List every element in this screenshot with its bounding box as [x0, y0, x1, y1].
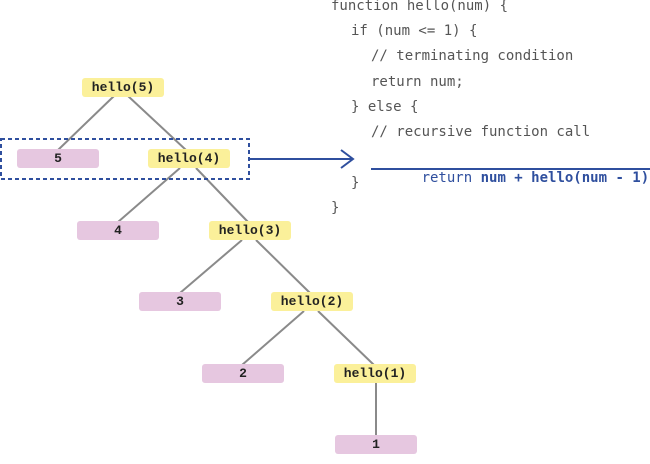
- call-node-hello2: hello(2): [271, 292, 353, 311]
- code-line-2: if (num <= 1) {: [351, 23, 478, 39]
- code-recursive-expression: num + hello(num - 1): [480, 170, 650, 186]
- code-line-4: return num;: [371, 74, 464, 90]
- code-line-5: } else {: [351, 99, 419, 115]
- value-node-1: 1: [335, 435, 417, 454]
- pointer-arrow-head: [340, 149, 355, 169]
- edge-hello4-4: [117, 167, 181, 223]
- code-line-1: function hello(num) {: [331, 0, 509, 14]
- edge-hello5-5: [57, 95, 115, 151]
- value-node-4: 4: [77, 221, 159, 240]
- edge-hello5-hello4: [127, 95, 187, 151]
- code-return-keyword: return: [421, 170, 481, 186]
- value-node-2: 2: [202, 364, 284, 383]
- code-line-3: // terminating condition: [371, 48, 574, 64]
- value-node-3: 3: [139, 292, 221, 311]
- call-node-hello3: hello(3): [209, 221, 291, 240]
- call-node-hello1: hello(1): [334, 364, 416, 383]
- value-node-5: 5: [17, 149, 99, 168]
- edge-hello2-hello1: [317, 310, 375, 366]
- call-node-hello4: hello(4): [148, 149, 230, 168]
- code-line-8: }: [351, 175, 360, 191]
- code-line-9: }: [331, 200, 340, 216]
- call-node-hello5: hello(5): [82, 78, 164, 97]
- edge-hello3-hello2: [255, 239, 311, 294]
- code-highlight-underline: [371, 168, 650, 170]
- edge-hello3-3: [179, 239, 243, 294]
- code-line-7-highlighted: return num + hello(num - 1);: [371, 148, 650, 186]
- edge-hello2-2: [241, 310, 305, 366]
- code-line-6: // recursive function call: [371, 124, 591, 140]
- edge-hello4-hello3: [195, 167, 249, 223]
